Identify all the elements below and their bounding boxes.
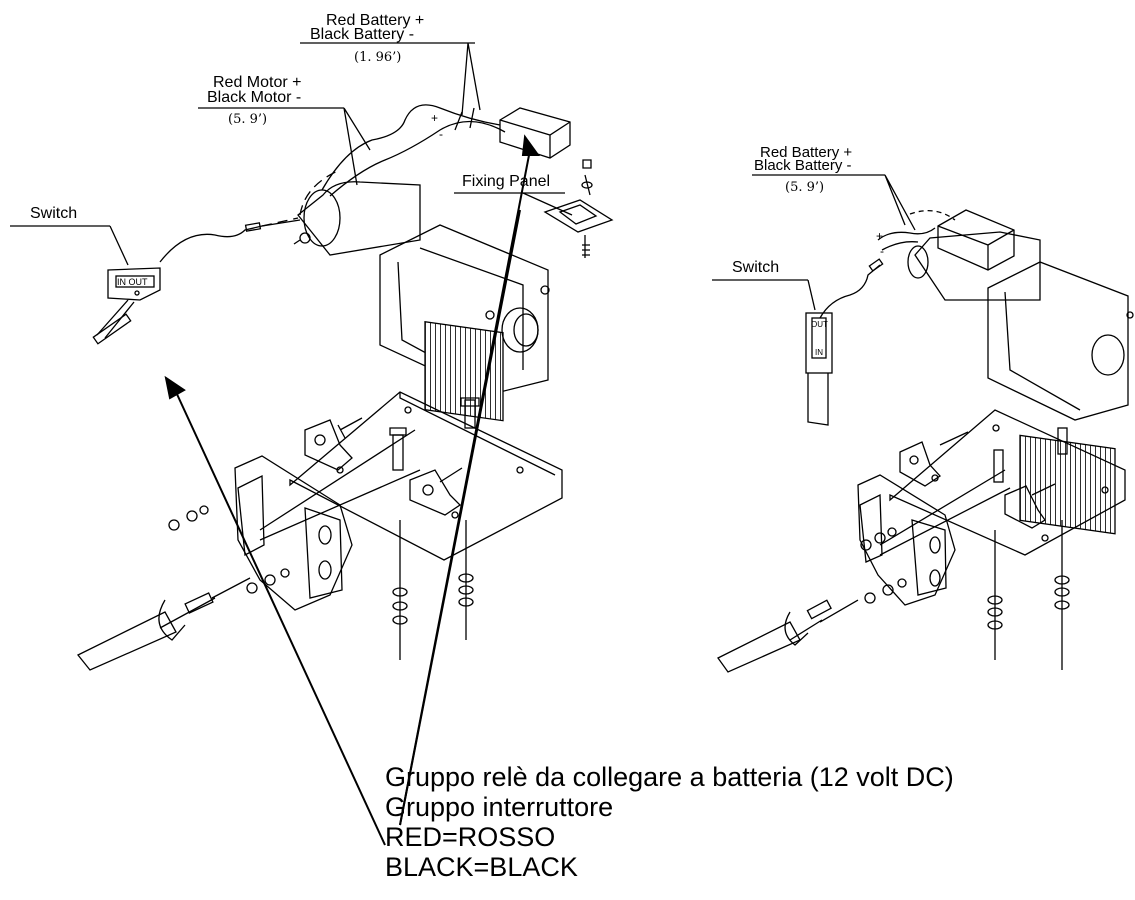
notes-block: Gruppo relè da collegare a batteria (12 …: [385, 762, 954, 882]
right-battery-cable-length: (5. 9’): [785, 180, 825, 195]
left-black-motor-label: Black Motor -: [207, 89, 302, 106]
left-red-motor-label: Red Motor +: [213, 74, 302, 91]
right-red-battery-label: Red Battery +: [760, 144, 853, 161]
left-switch-face: IN OUT: [117, 277, 148, 287]
switch-arrow: [164, 375, 386, 846]
left-red-battery-label: Red Battery +: [326, 12, 425, 29]
note-black-translation: BLACK=BLACK: [385, 852, 578, 882]
left-minus-sign: -: [439, 127, 443, 141]
fixing-panel-label: Fixing Panel: [462, 173, 551, 190]
left-motor-cable-length: (5. 9’): [228, 112, 268, 127]
right-plus-sign: +: [876, 229, 884, 243]
right-winch-assembly: [712, 174, 1134, 673]
right-switch-out: OUT: [811, 320, 828, 329]
relay-arrow: [399, 134, 540, 826]
left-black-battery-label: Black Battery -: [310, 26, 415, 43]
note-switch-group: Gruppo interruttore: [385, 792, 614, 822]
right-minus-sign: -: [880, 244, 884, 258]
left-switch-label: Switch: [30, 205, 78, 222]
right-switch-label: Switch: [732, 259, 780, 276]
note-relay-group: Gruppo relè da collegare a batteria (12 …: [385, 762, 954, 792]
left-battery-cable-length: (1. 96’): [354, 50, 402, 65]
note-red-translation: RED=ROSSO: [385, 822, 556, 852]
left-winch-assembly: [10, 42, 614, 671]
left-plus-sign: +: [431, 111, 439, 125]
right-switch-in: IN: [815, 348, 823, 357]
right-black-battery-label: Black Battery -: [754, 157, 852, 174]
